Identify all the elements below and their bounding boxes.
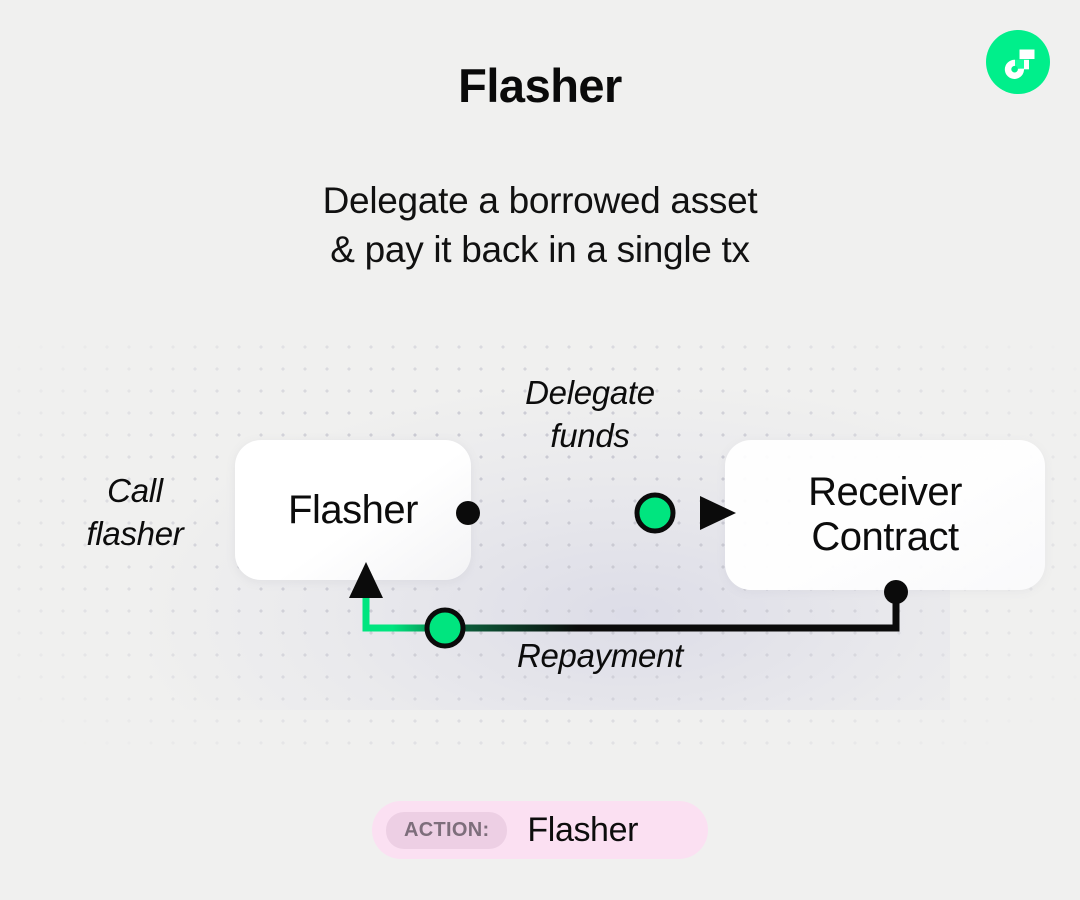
edge-label-repayment: Repayment	[516, 637, 684, 674]
node-flasher-label: Flasher	[288, 487, 418, 532]
flow-diagram: Flasher Receiver Contract	[0, 330, 1080, 760]
node-receiver-contract[interactable]: Receiver Contract	[725, 440, 1045, 590]
edge-delegate-funds	[456, 492, 736, 534]
action-badge-tag: ACTION:	[386, 811, 508, 849]
subtitle-line-1: Delegate a borrowed asset	[322, 180, 758, 221]
action-badge-value: Flasher	[527, 810, 638, 849]
page-subtitle: Delegate a borrowed asset & pay it back i…	[0, 177, 1080, 275]
action-badge: ACTION: Flasher	[372, 801, 708, 859]
edge-repayment	[349, 562, 908, 649]
flow-logo-icon	[986, 30, 1050, 94]
node-flasher[interactable]: Flasher	[235, 440, 471, 580]
node-receiver-contract-label: Receiver Contract	[808, 470, 962, 559]
diagram-edges	[349, 492, 908, 649]
subtitle-line-2: & pay it back in a single tx	[330, 228, 750, 270]
edge-label-delegate-funds: Delegate funds	[525, 374, 655, 454]
edge-label-call-flasher: Call flasher	[86, 472, 184, 552]
page-title: Flasher	[458, 59, 622, 112]
